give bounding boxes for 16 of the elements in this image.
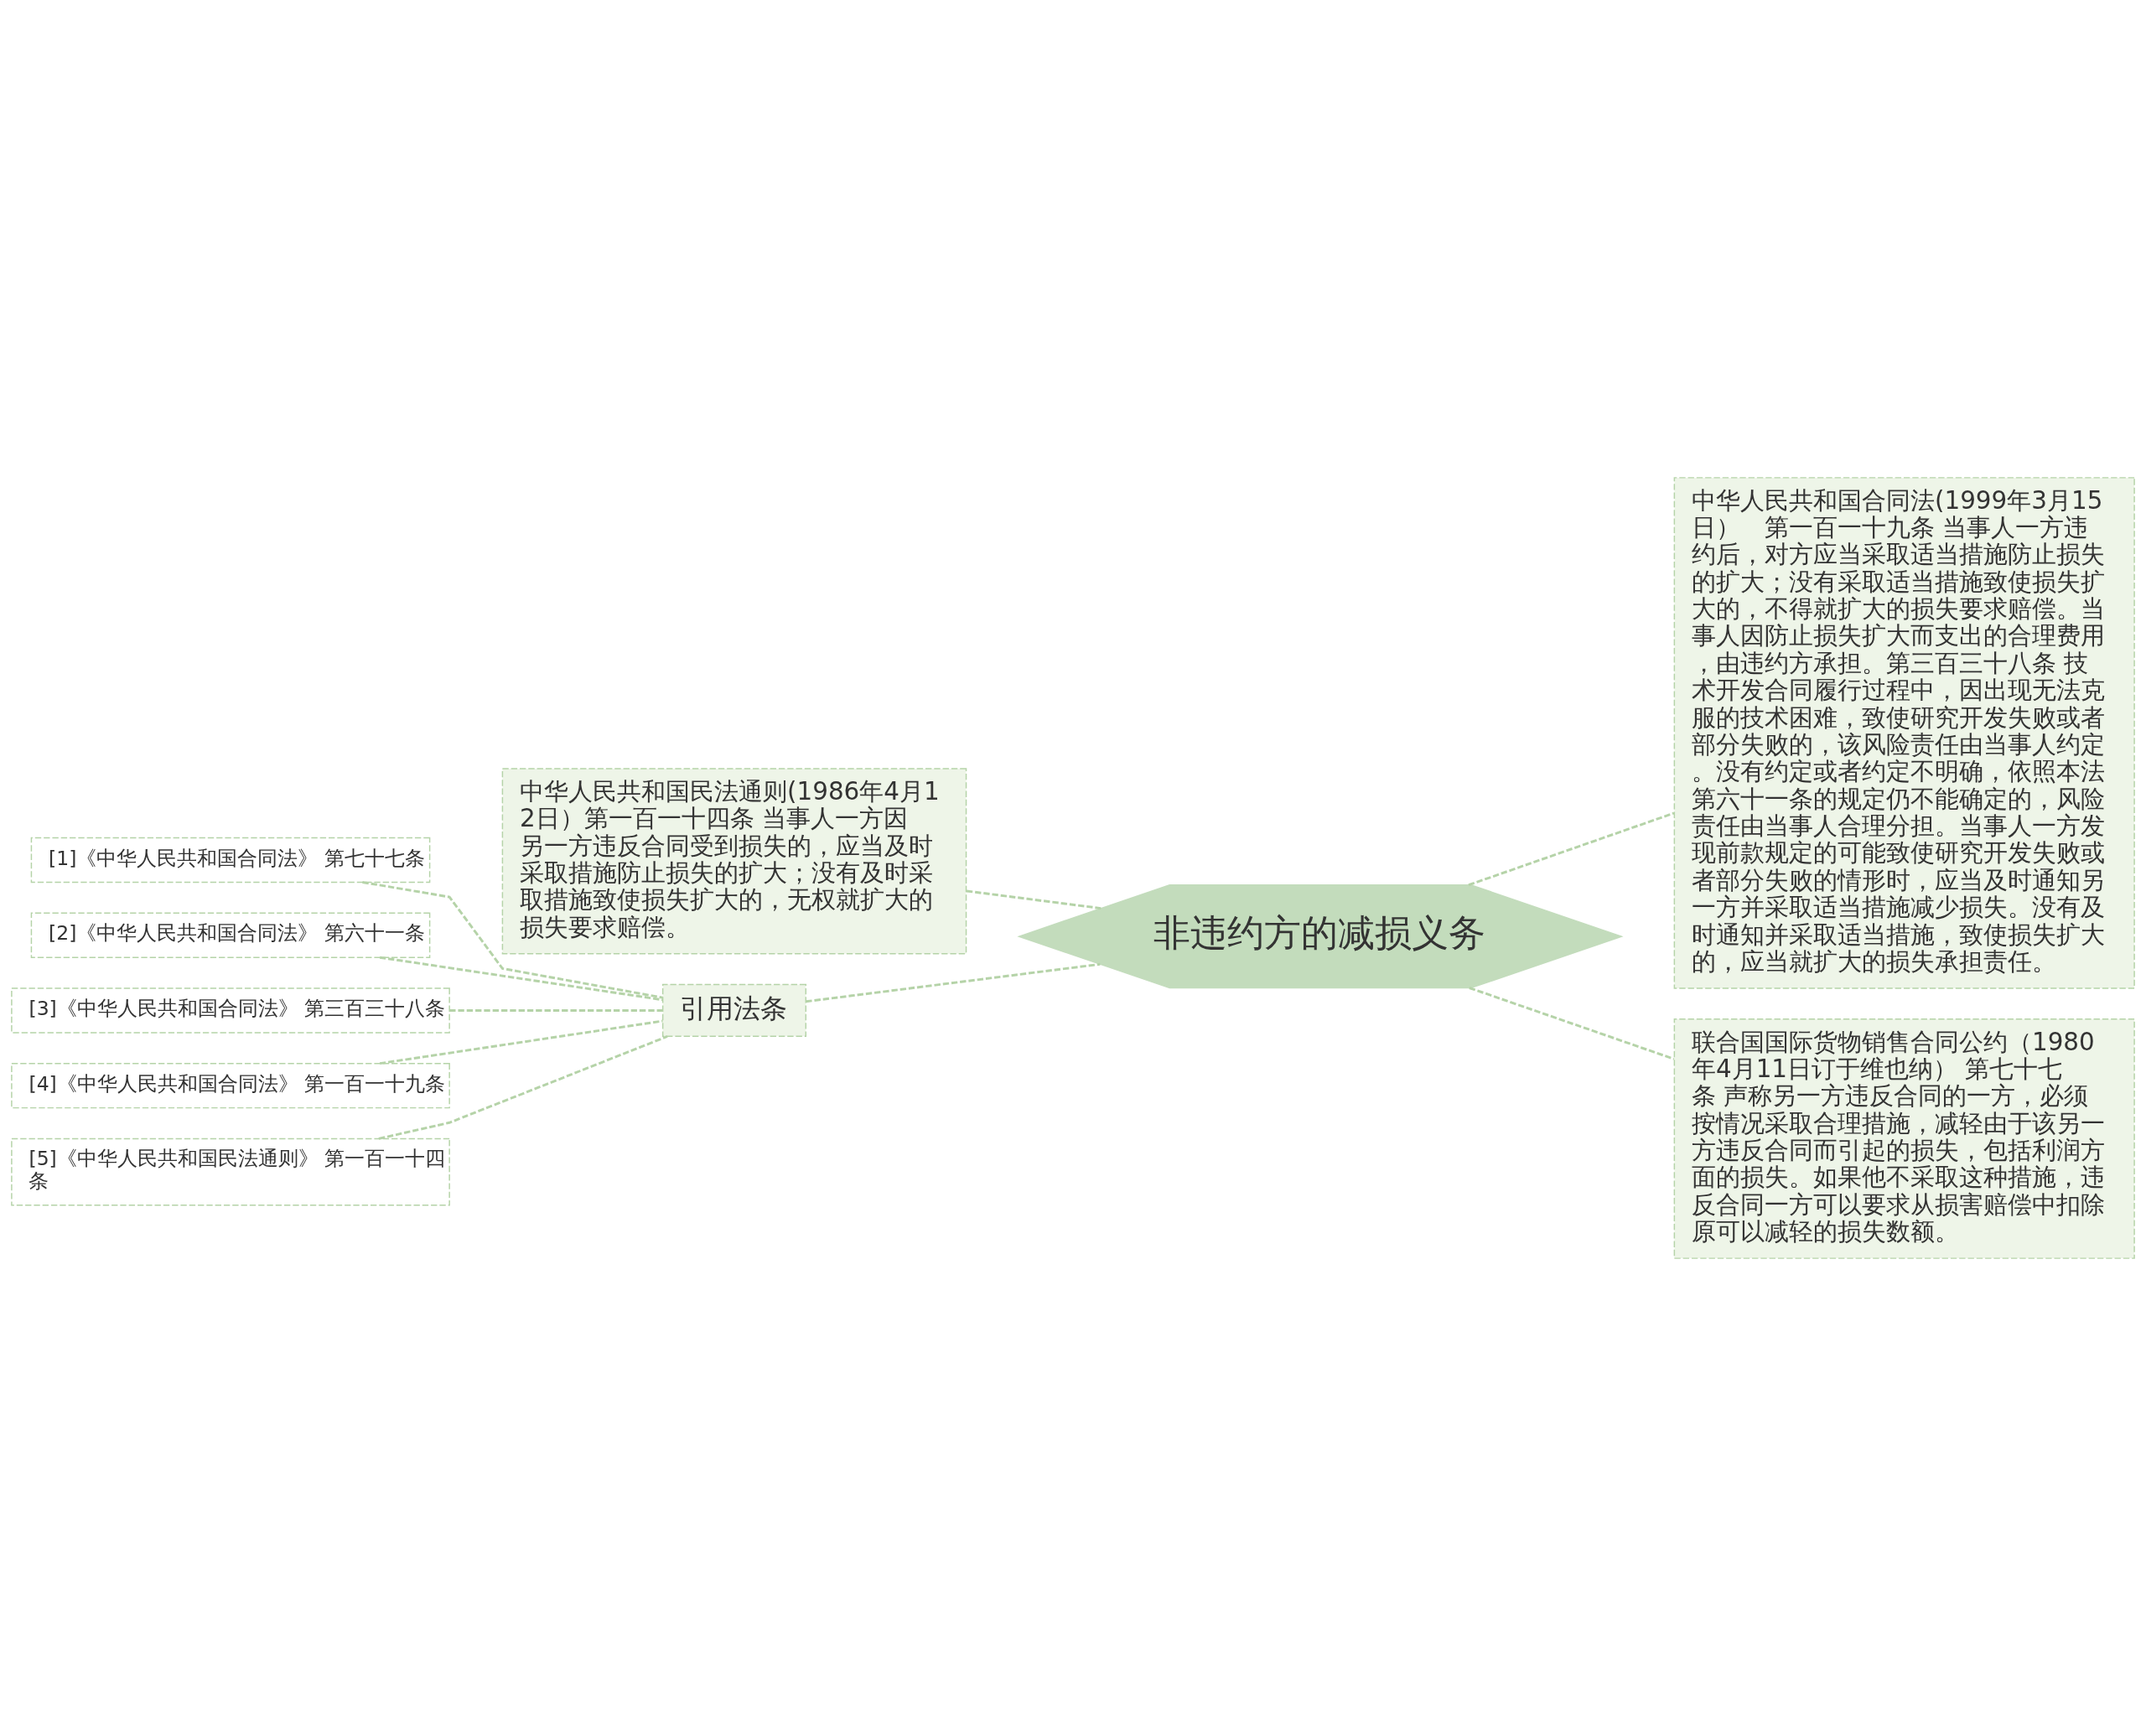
connector xyxy=(806,962,1101,1003)
node-box: [4]《中华人民共和国合同法》 第一百一十九条 xyxy=(11,1062,450,1109)
node-box: [2]《中华人民共和国合同法》 第六十一条 xyxy=(30,912,431,958)
connector xyxy=(966,889,1102,910)
node-box: 中华人民共和国民法通则(1986年4月12日）第一百一十四条 当事人一方因另一方违反合同受到损失的，应当及时采取措施防止损失的扩大；没有及时采取措施致使损失扩大的，无权就扩大的损失要求赔偿。 xyxy=(501,768,967,955)
connector xyxy=(379,956,663,1002)
node-box: 引用法条 xyxy=(661,983,807,1038)
connector xyxy=(362,881,663,999)
node-box: 中华人民共和国合同法(1999年3月15日） 第一百一十九条 当事人一方违约后，对方应当采取适当措施防止损失的扩大；没有采取适当措施致使损失扩大的，不得就扩大的损失要求赔偿。当事人因防止损失扩大而支出的合理费用，由违约方承担。第三百三十八条 技术开发合同履行过程中，因出现无法克服的技术困难，致使研究开发失败或者部分失败的，该风险责任由当事人约定。没有约定或者约定不明确，依照本法第六十一条的规定仍不能确定的，风险责任由当事人合理分担。当事人一方发现前款规定的可能致使研究开发失败或者部分失败的情形时，应当及时通知另一方并采取适当措施减少损失。没有及时通知并采取适当措施，致使损失扩大的，应当就扩大的损失承担责任。 xyxy=(1673,477,2135,989)
node-box: [3]《中华人民共和国合同法》 第三百三十八条 xyxy=(11,987,450,1034)
node-box: [1]《中华人民共和国合同法》 第七十七条 xyxy=(30,837,431,884)
connector xyxy=(449,1008,663,1012)
connector xyxy=(1468,811,1675,887)
connector xyxy=(1469,987,1675,1060)
node-box: [5]《中华人民共和国民法通则》 第一百一十四条 xyxy=(11,1137,450,1206)
node-box: 联合国国际货物销售合同公约（1980年4月11日订于维也纳） 第七十七条 声称另一方违反合同的一方，必须按情况采取合理措施，减轻由于该另一方违反合同而引起的损失，包括利润方面的损失。如果他不采取这种措施，违反合同一方可以要求从损害赔偿中扣除原可以减轻的损失数额。 xyxy=(1673,1018,2135,1259)
